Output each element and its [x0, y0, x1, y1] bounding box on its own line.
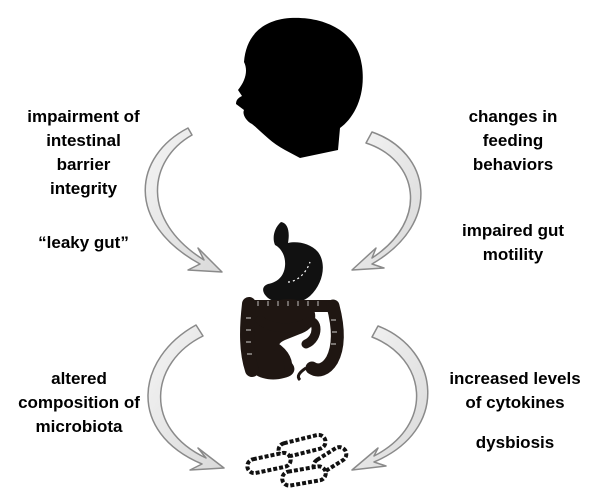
label-line: impairment of	[6, 105, 161, 129]
intestine-icon	[244, 299, 337, 380]
bacteria-icon	[246, 433, 349, 486]
label-cytokines: increased levels of cytokines	[447, 367, 583, 415]
arrow-gut-to-microbiota	[148, 325, 224, 470]
label-line: integrity	[6, 177, 161, 201]
label-line: barrier	[6, 153, 161, 177]
label-microbiota: altered composition of microbiota	[4, 367, 154, 439]
label-line: dysbiosis	[447, 431, 583, 455]
label-line: microbiota	[4, 415, 154, 439]
label-feeding-behaviors: changes in feeding behaviors	[443, 105, 583, 177]
label-line: behaviors	[443, 153, 583, 177]
child-head-silhouette-icon	[236, 18, 363, 158]
label-line: motility	[443, 243, 583, 267]
label-line: of cytokines	[447, 391, 583, 415]
label-line: altered	[4, 367, 154, 391]
label-line: changes in	[443, 105, 583, 129]
label-line: feeding	[443, 129, 583, 153]
label-line: intestinal	[6, 129, 161, 153]
label-gut-motility: impaired gut motility	[443, 219, 583, 267]
label-leaky-gut: “leaky gut”	[6, 231, 161, 255]
label-line: impaired gut	[443, 219, 583, 243]
label-line: “leaky gut”	[6, 231, 161, 255]
label-barrier-integrity: impairment of intestinal barrier integri…	[6, 105, 161, 201]
stomach-icon	[263, 222, 323, 304]
arrow-feeding-to-gut	[352, 132, 421, 270]
label-dysbiosis: dysbiosis	[447, 431, 583, 455]
arrow-cytokines-to-bacteria	[352, 326, 428, 470]
label-line: increased levels	[447, 367, 583, 391]
label-line: composition of	[4, 391, 154, 415]
